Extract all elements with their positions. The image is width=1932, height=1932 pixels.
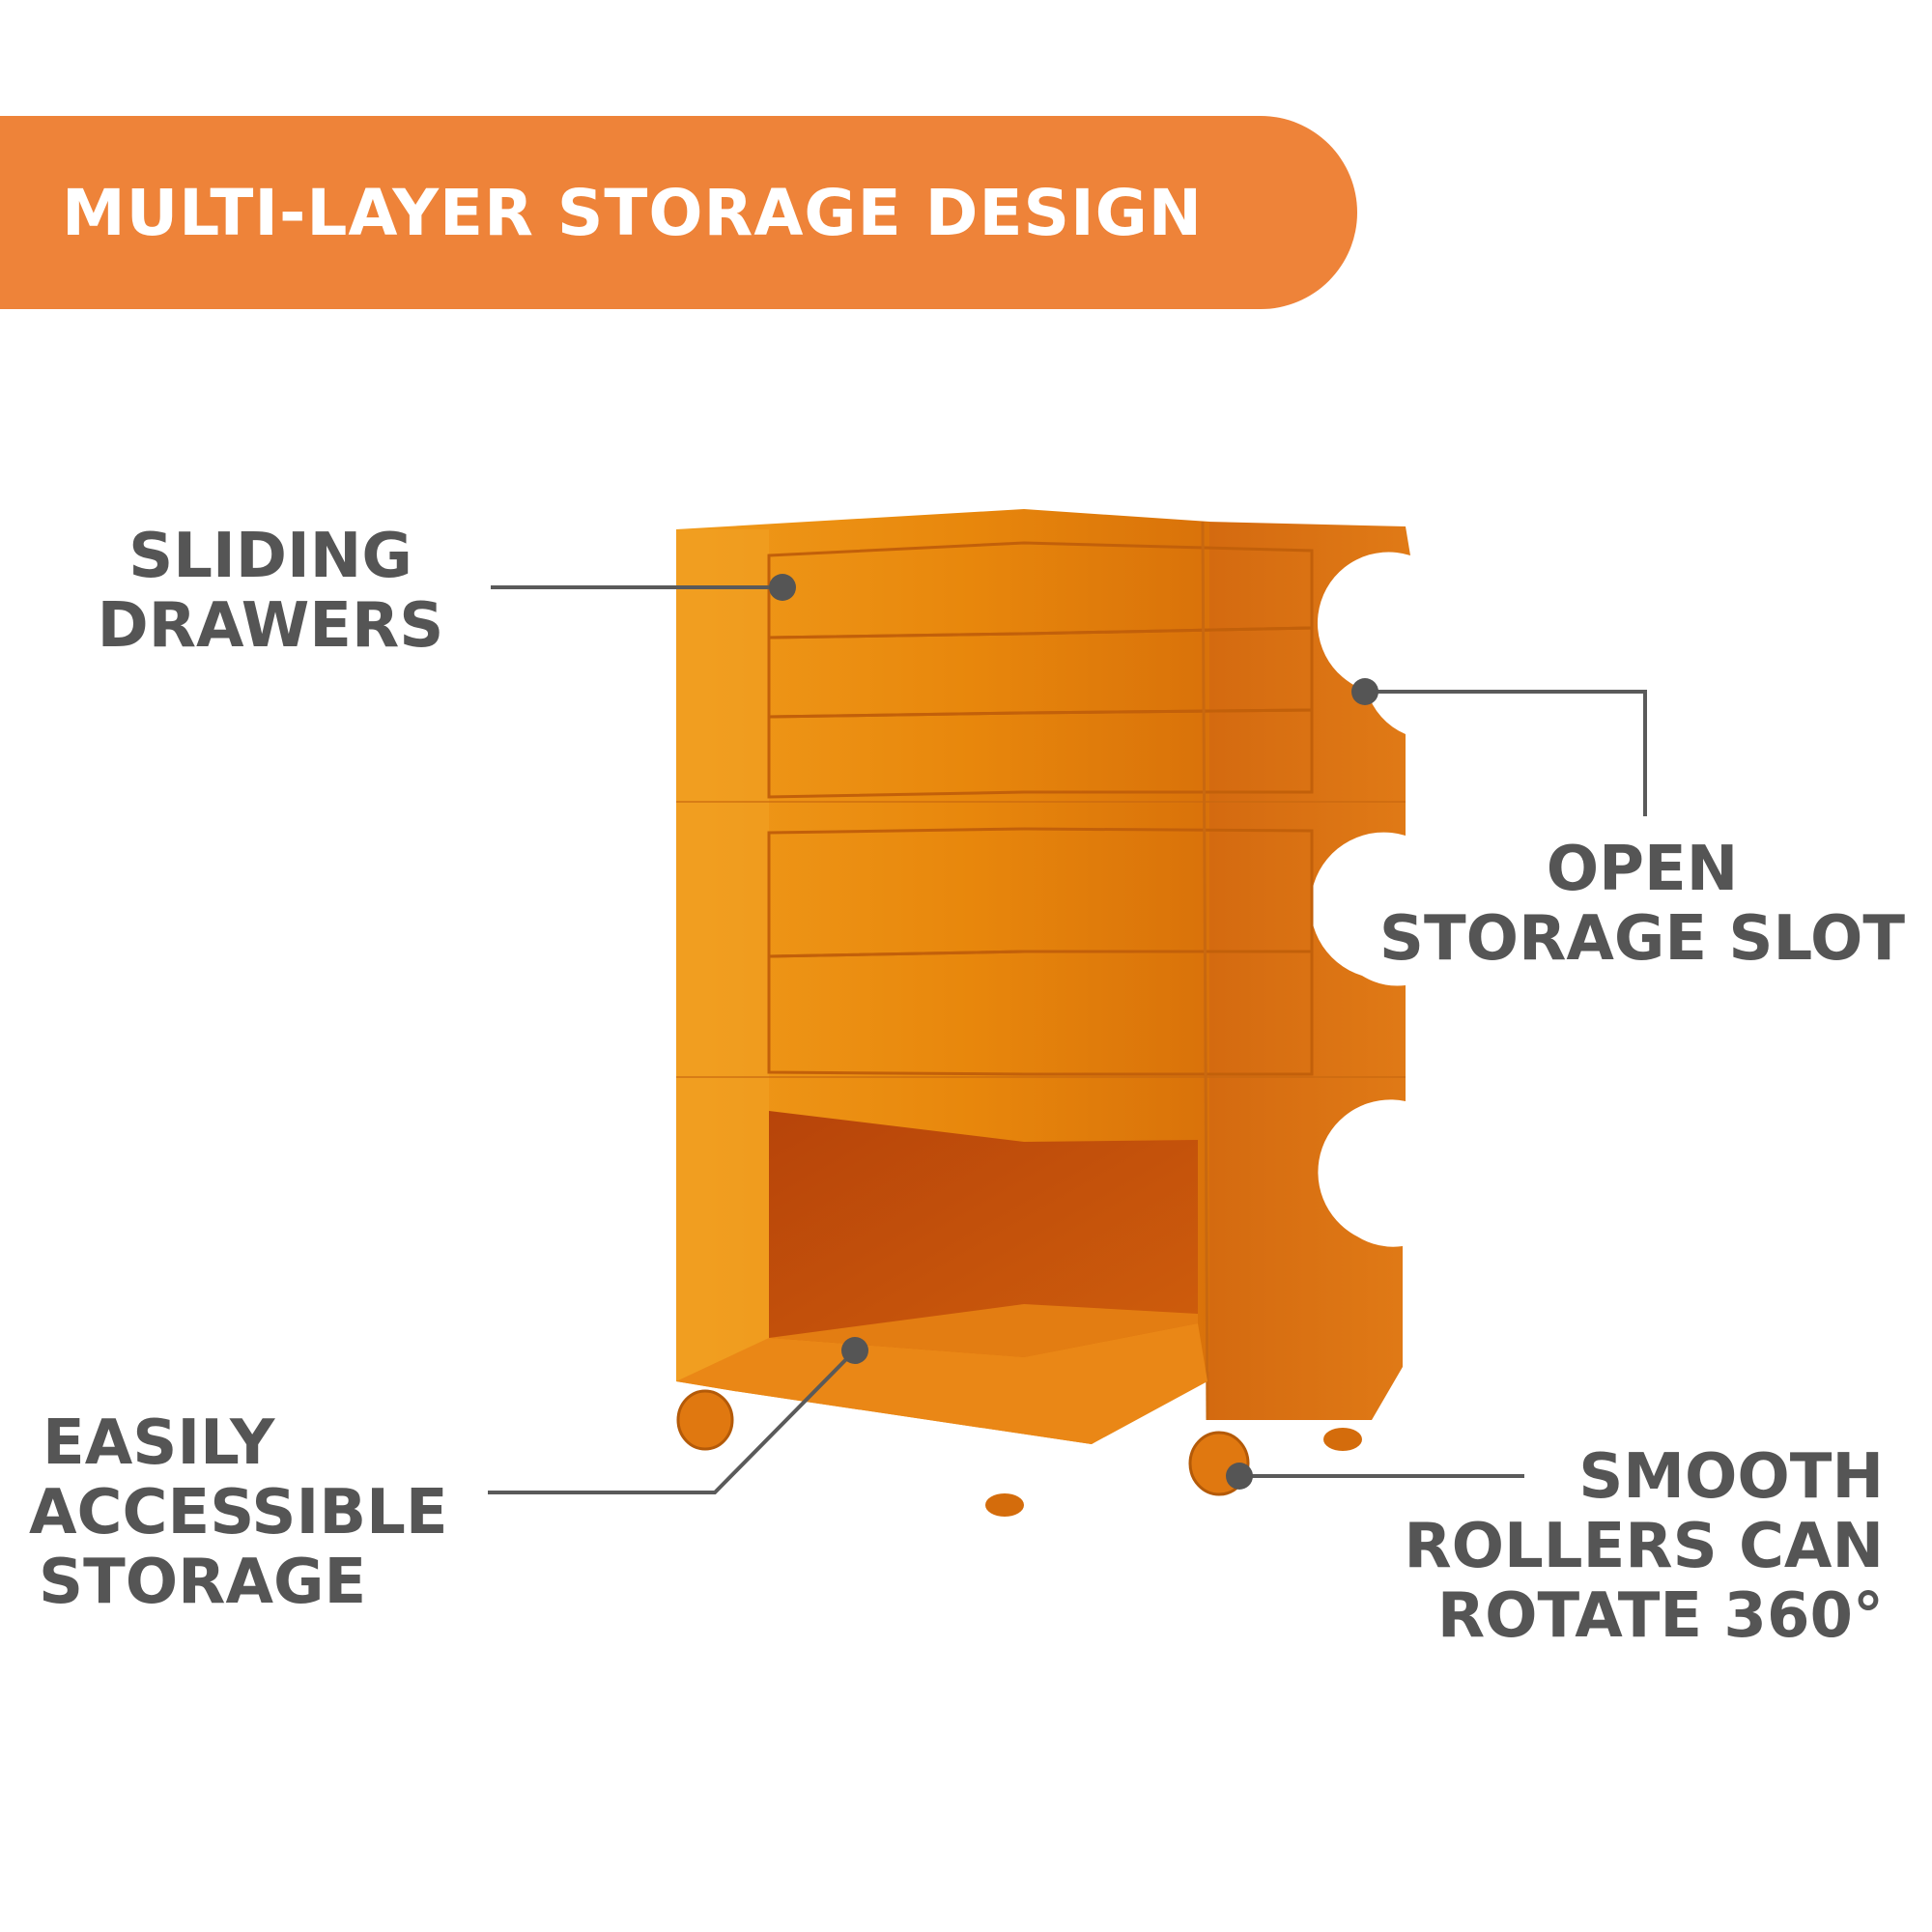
leader-open — [1365, 690, 1647, 816]
callout-line: STORAGE — [39, 1547, 367, 1618]
leader-accessible — [488, 1349, 857, 1494]
dot-open — [1351, 678, 1378, 705]
drawer-stack — [767, 541, 1314, 1076]
open-compartment — [769, 1111, 1198, 1357]
header-banner — [0, 116, 1357, 309]
drawer-3 — [767, 708, 1314, 799]
callout-line: ROLLERS CAN — [1404, 1511, 1884, 1582]
callout-line: SLIDING — [128, 521, 412, 592]
callout-open-storage-slot: OPEN STORAGE SLOT — [1372, 835, 1913, 974]
callout-line: EASILY — [43, 1407, 275, 1479]
callout-sliding-drawers: SLIDING DRAWERS — [77, 522, 464, 661]
callout-line: STORAGE SLOT — [1378, 903, 1906, 975]
leader-lines — [488, 585, 1647, 1494]
page-title: MULTI-LAYER STORAGE DESIGN — [62, 176, 1204, 250]
drawer-5 — [767, 950, 1314, 1076]
callout-smooth-rollers: SMOOTH ROLLERS CAN ROTATE 360° — [1372, 1442, 1884, 1651]
callout-line: ROTATE 360° — [1436, 1580, 1884, 1652]
callout-line: OPEN — [1546, 834, 1739, 905]
side-panel — [1208, 522, 1410, 1420]
dot-rollers — [1226, 1463, 1253, 1490]
callout-line: DRAWERS — [97, 590, 444, 662]
callout-accessible-storage: EASILY ACCESSIBLE STORAGE — [29, 1408, 473, 1617]
callout-line: SMOOTH — [1578, 1441, 1884, 1513]
dot-sliding — [769, 574, 796, 601]
callout-line: ACCESSIBLE — [29, 1477, 448, 1548]
dot-accessible — [841, 1337, 868, 1364]
wheel-left — [676, 1389, 734, 1451]
